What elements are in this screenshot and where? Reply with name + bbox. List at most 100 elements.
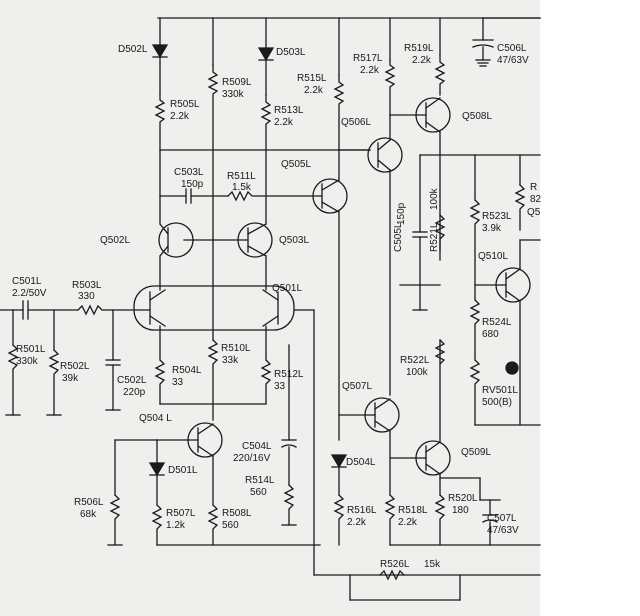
label-r526-val: 15k bbox=[424, 559, 441, 570]
label-r521-val: 100k bbox=[429, 188, 440, 210]
label-r516: R516L bbox=[347, 505, 377, 516]
resistor-r515 bbox=[333, 74, 345, 151]
label-r517-val: 2.2k bbox=[360, 65, 379, 76]
label-q509: Q509L bbox=[461, 447, 492, 458]
label-r519: R519L bbox=[404, 43, 434, 54]
label-c504-val: 220/16V bbox=[233, 453, 271, 464]
label-c507: C507L bbox=[487, 513, 517, 524]
label-q502: Q502L bbox=[100, 235, 131, 246]
label-r522: R522L bbox=[400, 355, 430, 366]
label-c505: C505L bbox=[393, 222, 404, 252]
label-r503: R503L bbox=[72, 280, 102, 291]
trimmer-rv501 bbox=[505, 361, 519, 375]
label-r515-val: 2.2k bbox=[304, 85, 323, 96]
label-cut-q5: Q5 bbox=[527, 207, 541, 218]
label-q510: Q510L bbox=[478, 251, 509, 262]
label-c506-val: 47/63V bbox=[497, 55, 529, 66]
label-c505-val: 150p bbox=[396, 202, 407, 225]
label-r526: R526L bbox=[380, 559, 410, 570]
label-r516-val: 2.2k bbox=[347, 517, 366, 528]
label-r508: R508L bbox=[222, 508, 252, 519]
resistor-r502 bbox=[48, 349, 60, 416]
resistor-r509 bbox=[207, 64, 219, 241]
label-r518-val: 2.2k bbox=[398, 517, 417, 528]
diode-d501 bbox=[148, 462, 166, 477]
label-r519-val: 2.2k bbox=[412, 55, 431, 66]
label-d504: D504L bbox=[346, 457, 376, 468]
label-r507-val: 1.2k bbox=[166, 520, 185, 531]
label-c506: C506L bbox=[497, 43, 527, 54]
label-r521: R521L bbox=[429, 222, 440, 252]
label-cut-r: R bbox=[530, 182, 538, 193]
label-r509: R509L bbox=[222, 77, 252, 88]
label-r502: R502L bbox=[60, 361, 90, 372]
label-r523: R523L bbox=[482, 211, 512, 222]
label-q505: Q505L bbox=[281, 159, 312, 170]
label-r512-val: 33 bbox=[274, 381, 286, 392]
label-d501: D501L bbox=[168, 465, 198, 476]
label-rv501-val: 500(B) bbox=[482, 397, 513, 408]
label-cut-82: 82 bbox=[530, 194, 542, 205]
label-r512: R512L bbox=[274, 369, 304, 380]
transistor-q501 bbox=[133, 285, 295, 331]
label-r508-val: 560 bbox=[222, 520, 239, 531]
label-r501: R501L bbox=[16, 344, 46, 355]
label-r510: R510L bbox=[221, 343, 251, 354]
label-q501: Q501L bbox=[272, 283, 303, 294]
resistor-r505 bbox=[154, 94, 166, 151]
resistor-r501 bbox=[7, 344, 19, 416]
label-r502-val: 39k bbox=[62, 373, 79, 384]
label-c503: C503L bbox=[174, 167, 204, 178]
label-r523-val: 3.9k bbox=[482, 223, 501, 234]
resistor-r526 bbox=[379, 569, 405, 581]
label-r505: R505L bbox=[170, 99, 200, 110]
schematic-sheet bbox=[0, 0, 540, 616]
label-r509-val: 330k bbox=[222, 89, 244, 100]
label-c507-val: 47/63V bbox=[487, 525, 519, 536]
diode-d504 bbox=[330, 454, 348, 469]
label-r520-val: 180 bbox=[452, 505, 469, 516]
label-r507: R507L bbox=[166, 508, 196, 519]
label-r524: R524L bbox=[482, 317, 512, 328]
label-r505-val: 2.2k bbox=[170, 111, 189, 122]
label-r524-val: 680 bbox=[482, 329, 499, 340]
label-c504: C504L bbox=[242, 441, 272, 452]
label-d503: D503L bbox=[276, 47, 306, 58]
label-r517: R517L bbox=[353, 53, 383, 64]
resistor-r513 bbox=[260, 94, 272, 151]
label-c502: C502L bbox=[117, 375, 147, 386]
label-r522-val: 100k bbox=[406, 367, 428, 378]
label-q503: Q503L bbox=[279, 235, 310, 246]
label-rv501: RV501L bbox=[482, 385, 518, 396]
label-r514: R514L bbox=[245, 475, 275, 486]
label-r511-val: 1.5k bbox=[232, 182, 251, 193]
transistor-q506 bbox=[367, 137, 403, 173]
label-c501: C501L bbox=[12, 276, 42, 287]
label-q504: Q504 L bbox=[139, 413, 172, 424]
label-c501-val: 2.2/50V bbox=[12, 288, 47, 299]
label-r513: R513L bbox=[274, 105, 304, 116]
resistor-r503 bbox=[77, 304, 151, 316]
label-q508: Q508L bbox=[462, 111, 493, 122]
label-r504-val: 33 bbox=[172, 377, 184, 388]
label-r510-val: 33k bbox=[222, 355, 239, 366]
resistor-r519 bbox=[434, 54, 446, 96]
label-r506-val: 68k bbox=[80, 509, 97, 520]
capacitor-c506 bbox=[472, 44, 494, 48]
label-r506: R506L bbox=[74, 497, 104, 508]
label-r501-val: 330k bbox=[16, 356, 38, 367]
label-r515: R515L bbox=[297, 73, 327, 84]
label-q506: Q506L bbox=[341, 117, 372, 128]
label-r511: R511L bbox=[227, 171, 256, 182]
label-r503-val: 330 bbox=[78, 291, 95, 302]
label-r518: R518L bbox=[398, 505, 428, 516]
resistor-r517 bbox=[384, 59, 396, 116]
diode-d503 bbox=[257, 47, 275, 62]
label-r520: R520L bbox=[448, 493, 478, 504]
label-r504: R504L bbox=[172, 365, 202, 376]
label-r514-val: 560 bbox=[250, 487, 267, 498]
label-c502-val: 220p bbox=[123, 387, 146, 398]
label-r513-val: 2.2k bbox=[274, 117, 293, 128]
